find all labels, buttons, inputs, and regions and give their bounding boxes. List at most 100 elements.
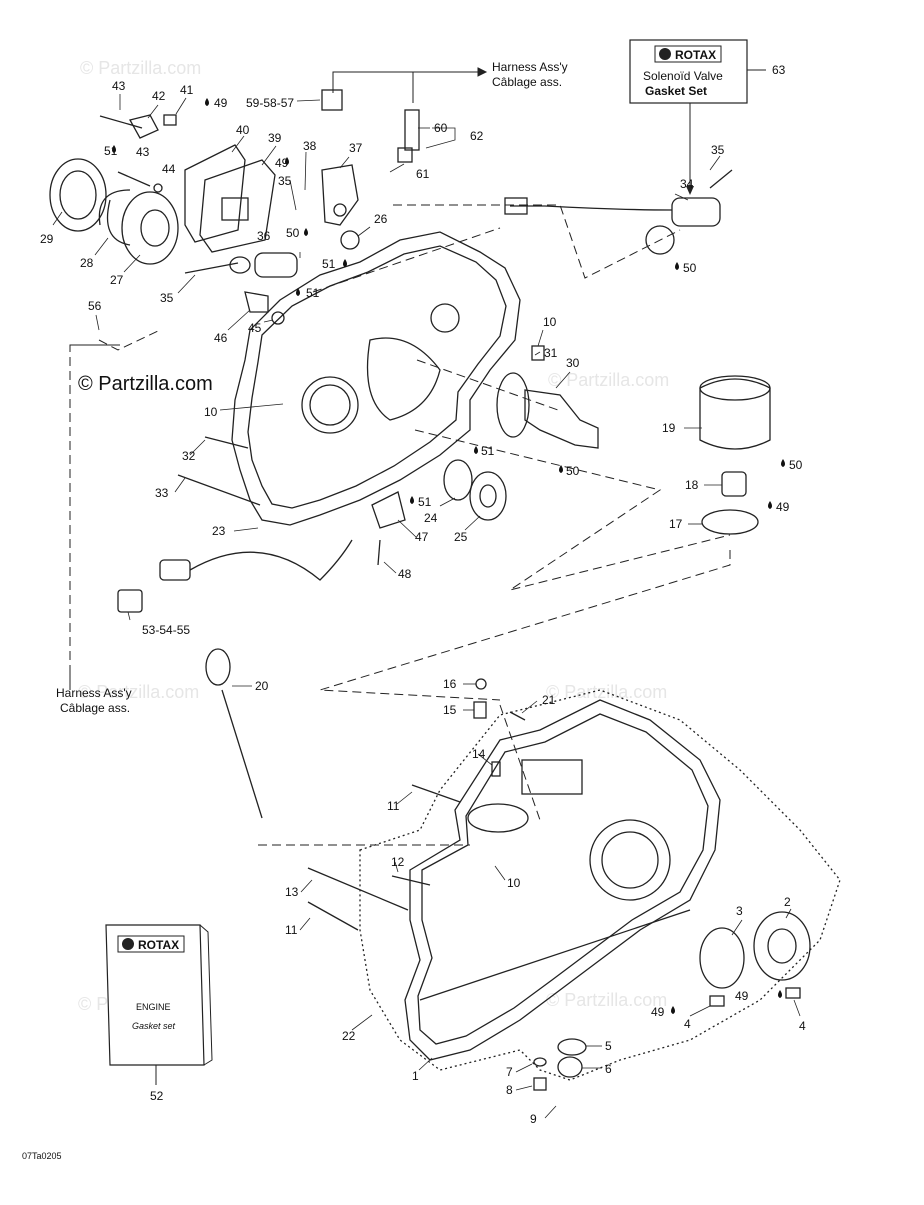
callout: 8: [506, 1083, 513, 1097]
dipstick-handle: [205, 648, 231, 686]
dashed-line: [393, 204, 681, 279]
dashed-assembly-lines: [69, 204, 731, 846]
bearing: [121, 191, 179, 265]
callout: 49: [776, 500, 790, 514]
callout: 10: [507, 876, 521, 890]
watermark: © Partzilla.com: [78, 682, 199, 702]
crankcase-lower-inner: [417, 713, 709, 1045]
bearing-2-inner: [767, 928, 797, 964]
solenoid: [254, 252, 298, 278]
watermark-main: © Partzilla.com: [78, 373, 213, 395]
oil-filter-top: [699, 375, 771, 401]
callout: 43: [136, 145, 150, 159]
dashed-line: [98, 329, 161, 351]
crankcase-bore: [589, 819, 671, 901]
leader-lines: [52, 69, 801, 1119]
callout: 41: [180, 83, 194, 97]
parts-layer: [49, 89, 841, 1091]
oil-drop-icon: [296, 288, 300, 296]
callout: 25: [454, 530, 468, 544]
stud-13: [307, 867, 409, 911]
callout-labels: 43 42 41 49 59-58-57 60 62 61 63 51 43 4…: [40, 63, 806, 1126]
callout: 56: [88, 299, 102, 313]
oil-drop-icon: [474, 446, 478, 454]
callout: 18: [685, 478, 699, 492]
oil-seal-inner: [59, 170, 97, 220]
crankcase-gasket: [359, 689, 841, 1081]
callout: 31: [544, 346, 558, 360]
callout: 50: [286, 226, 300, 240]
callout: 4: [684, 1017, 691, 1031]
callout: 37: [349, 141, 363, 155]
sensor-cable: [189, 539, 353, 581]
oil-filter: [699, 378, 771, 450]
callout: 42: [152, 89, 166, 103]
bolt-48: [377, 539, 381, 566]
crankcase-edge: [419, 909, 691, 1001]
oil-filter-mount: [467, 803, 529, 833]
callout: 43: [112, 79, 126, 93]
screw: [117, 171, 151, 187]
oil-drop-icon: [410, 496, 414, 504]
cover-rib: [366, 337, 441, 421]
callout: 60: [434, 121, 448, 135]
connector: [321, 89, 343, 111]
crankcase-cover: [231, 231, 521, 526]
plate-17: [701, 509, 759, 535]
screw: [184, 262, 239, 274]
callout: 36: [257, 229, 271, 243]
callout: 12: [391, 855, 405, 869]
harness-left-line2: Câblage ass.: [60, 701, 130, 715]
watermark: © Partzilla.com: [548, 370, 669, 390]
watermark: © Partzilla.com: [80, 58, 201, 78]
callout: 35: [711, 143, 725, 157]
bracket-37: [321, 164, 359, 226]
circlip: [98, 189, 131, 246]
spring-15: [473, 701, 487, 719]
rotax-logo-icon: [122, 938, 134, 950]
bearing-25: [469, 471, 507, 521]
watermark: © Partzilla.com: [546, 990, 667, 1010]
callout: 21: [542, 693, 556, 707]
callout: 51: [481, 444, 495, 458]
cover-plate-39: [199, 159, 276, 253]
dashed-line: [69, 344, 120, 668]
callout: 30: [566, 356, 580, 370]
seal: [333, 203, 347, 217]
callout: 40: [236, 123, 250, 137]
callout: 53-54-55: [142, 623, 190, 637]
callout: 61: [416, 167, 430, 181]
watermark: © Partzilla.com: [546, 682, 667, 702]
screw: [709, 169, 733, 189]
callout: 13: [285, 885, 299, 899]
rotax-logo-icon: [659, 48, 671, 60]
shaft: [524, 389, 599, 449]
harness-top-bracket: [332, 67, 488, 103]
dashed-line: [319, 550, 731, 701]
callout: 62: [470, 129, 484, 143]
callout: 10: [543, 315, 557, 329]
connector-61: [397, 147, 413, 163]
cover-bore-inner: [309, 384, 351, 426]
callout: 1: [412, 1069, 419, 1083]
bolt-33: [177, 474, 261, 506]
dipstick-rod: [221, 689, 263, 819]
sensor-53: [117, 589, 143, 613]
cover-plate-40: [184, 144, 246, 243]
stud-11: [307, 901, 359, 931]
oil-drop-icon: [671, 1006, 675, 1014]
callout: 39: [268, 131, 282, 145]
callout: 35: [160, 291, 174, 305]
callout: 33: [155, 486, 169, 500]
crankcase-cover-inner: [247, 245, 507, 509]
ball-16: [475, 678, 487, 690]
callout: 49: [735, 989, 749, 1003]
callout: 63: [772, 63, 786, 77]
callout: 5: [605, 1039, 612, 1053]
bearing-2: [753, 911, 811, 981]
plug: [163, 114, 177, 126]
washer: [153, 183, 163, 193]
callout: 47: [415, 530, 429, 544]
plug-4: [785, 987, 801, 999]
oil-drop-icon: [304, 228, 308, 236]
